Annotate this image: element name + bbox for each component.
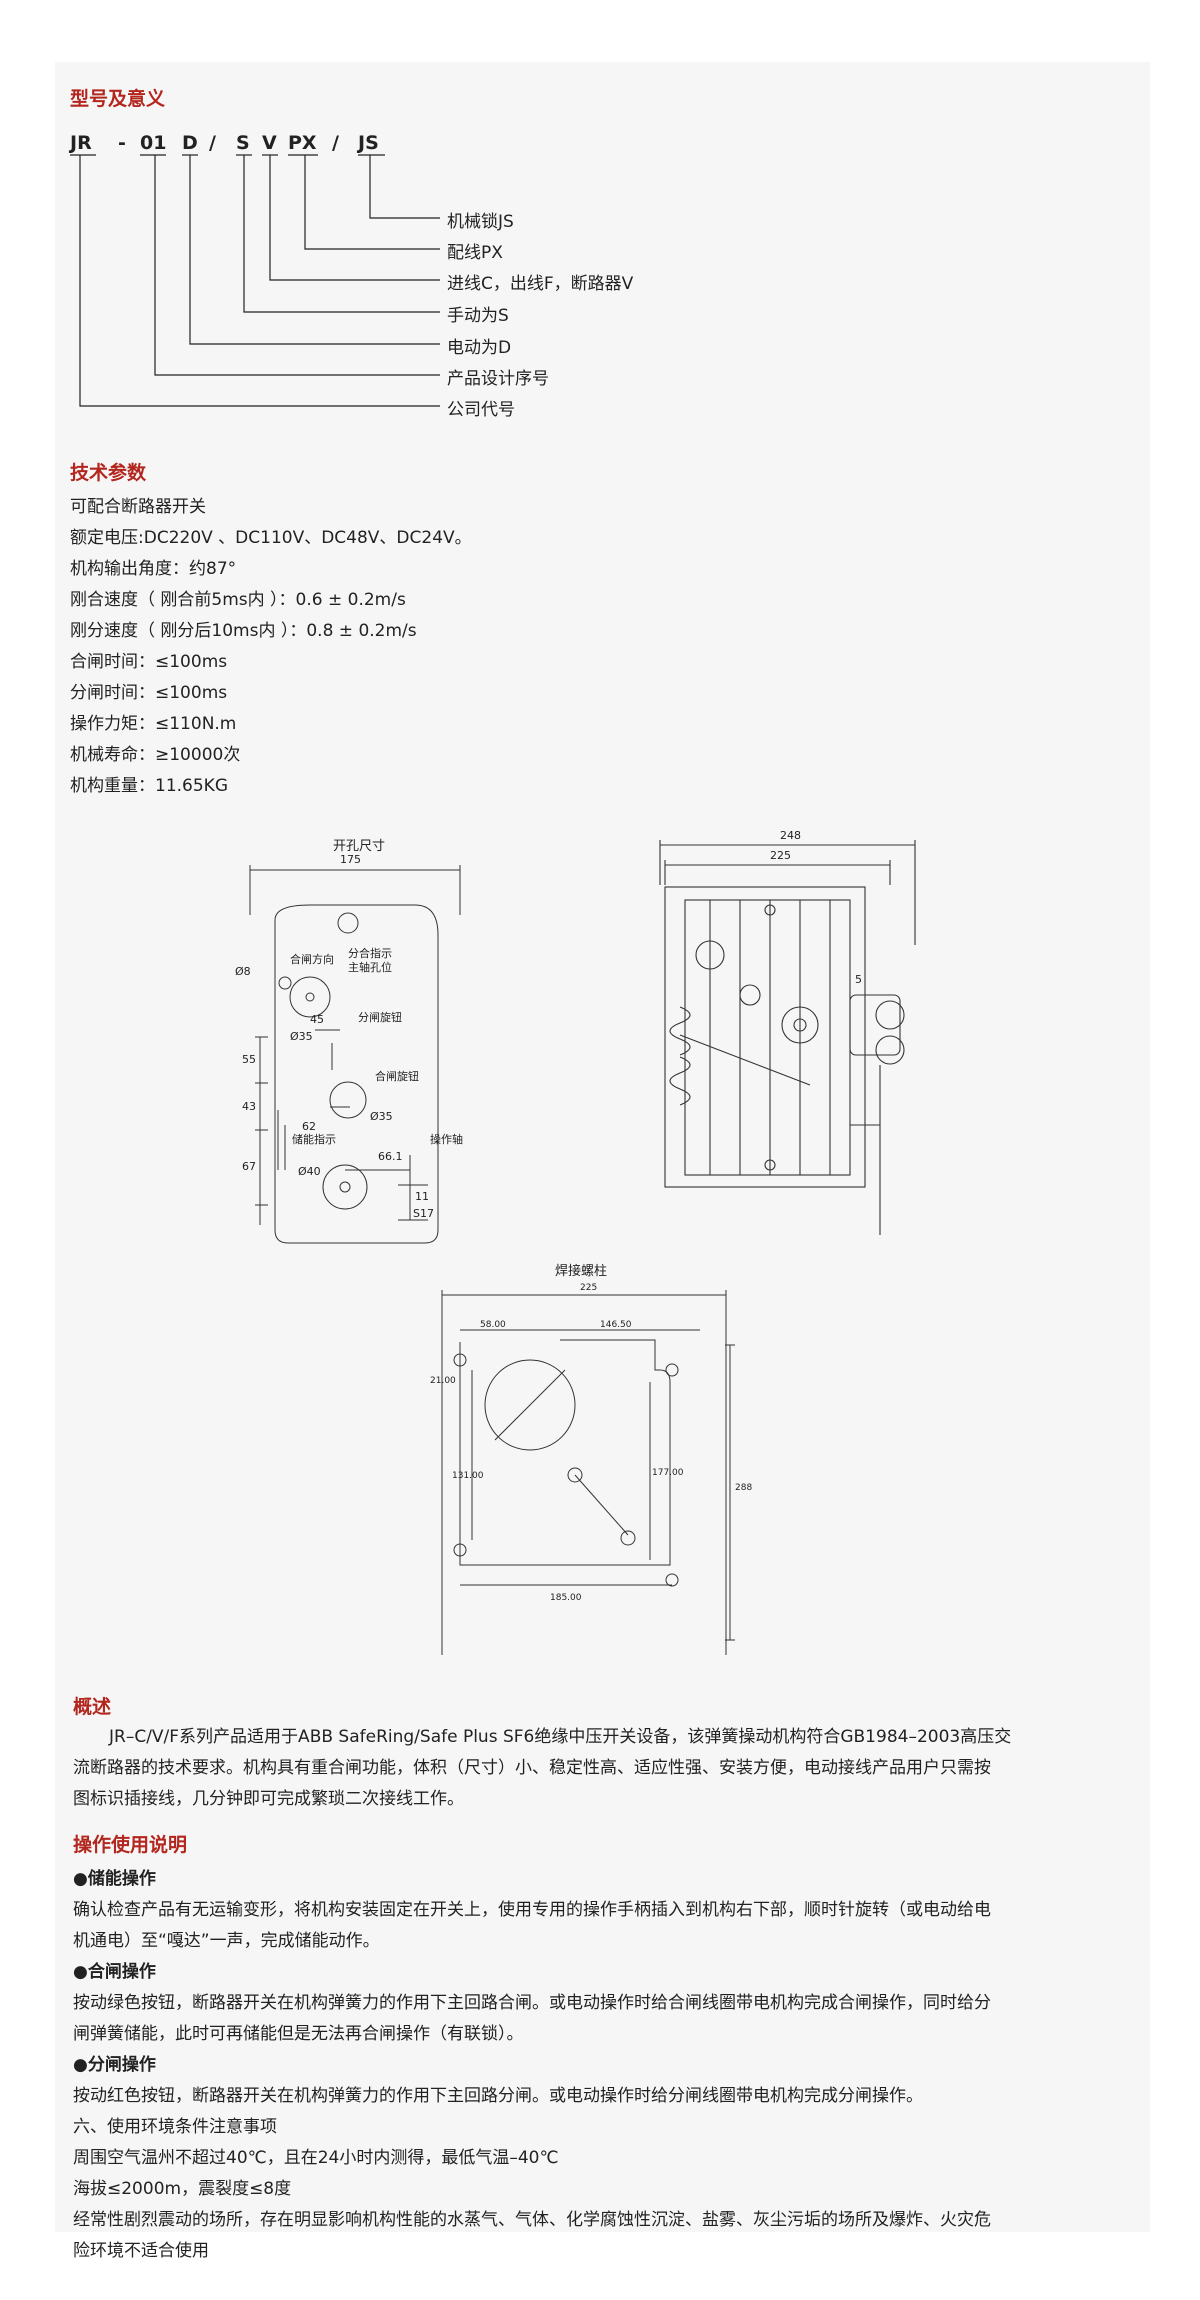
cutout-dim-175: 175 (340, 853, 361, 866)
weld-dim-288: 288 (735, 1483, 752, 1493)
ops-line: 按动绿色按钮，断路器开关在机构弹簧力的作用下主回路合闸。或电动操作时给合闸线圈带… (73, 1993, 991, 2013)
cutout-label-charge-ind: 储能指示 (292, 1132, 336, 1146)
side-dim-248: 248 (780, 829, 801, 842)
code-part-dash: - (118, 132, 126, 154)
param-line: 机构输出角度：约87° (70, 559, 237, 579)
cutout-dim-d8: Ø8 (235, 965, 251, 978)
param-line: 操作力矩：≤110N.m (70, 714, 237, 734)
param-line: 额定电压:DC220V 、DC110V、DC48V、DC24V。 (70, 528, 472, 548)
weld-dim-131: 131.00 (452, 1471, 484, 1481)
code-part-slash2: / (332, 132, 339, 154)
cutout-dim-66: 66.1 (378, 1150, 403, 1163)
cutout-label-close-dir: 合闸方向 (290, 952, 334, 966)
param-line: 分闸时间：≤100ms (70, 683, 228, 703)
cutout-dim-62: 62 (302, 1120, 316, 1133)
ops-content: ●储能操作 确认检查产品有无运输变形，将机构安装固定在开关上，使用专用的操作手柄… (73, 1864, 1143, 2267)
cutout-dim-67: 67 (242, 1160, 256, 1173)
cutout-label-close-knob: 合闸旋钮 (375, 1069, 419, 1083)
params-heading: 技术参数 (70, 462, 147, 484)
cutout-title: 开孔尺寸 (333, 839, 386, 854)
ops-subheading-open: ●分闸操作 (73, 2055, 156, 2075)
params-list: 可配合断路器开关 额定电压:DC220V 、DC110V、DC48V、DC24V… (70, 492, 472, 802)
param-line: 刚分速度（ 刚分后10ms内 ）：0.8 ± 0.2m/s (70, 621, 417, 641)
weld-dim-185: 185.00 (550, 1593, 582, 1603)
cutout-dim-45: 45 (310, 1013, 324, 1026)
label-px: 配线PX (447, 243, 503, 263)
weld-dim-177: 177.00 (652, 1468, 684, 1478)
weld-dim-225: 225 (580, 1283, 597, 1293)
param-line: 可配合断路器开关 (70, 497, 206, 517)
ops-line: 周围空气温州不超过40℃，且在24小时内测得，最低气温–40℃ (73, 2148, 559, 2168)
overview-heading: 概述 (73, 1696, 112, 1718)
overview-line: JR–C/V/F系列产品适用于ABB SafeRing/Safe Plus SF… (109, 1727, 1012, 1747)
label-s: 手动为S (447, 306, 509, 326)
cutout-dim-d35b: Ø35 (370, 1110, 393, 1123)
document-page (55, 62, 1150, 2232)
label-d: 电动为D (447, 338, 512, 358)
cutout-label-open-knob: 分闸旋钮 (358, 1010, 402, 1024)
cutout-dim-d40: Ø40 (298, 1165, 321, 1178)
overview-paragraph: JR–C/V/F系列产品适用于ABB SafeRing/Safe Plus SF… (73, 1722, 1143, 1815)
param-line: 机械寿命：≥10000次 (70, 745, 241, 765)
model-code-lines (70, 154, 440, 407)
overview-line: 流断路器的技术要求。机构具有重合闸功能，体积（尺寸）小、稳定性高、适应性强、安装… (73, 1758, 991, 1778)
label-cfv: 进线C，出线F，断路器V (447, 274, 634, 294)
cutout-dim-d35a: Ø35 (290, 1030, 313, 1043)
ops-line: 海拔≤2000m，震裂度≤8度 (73, 2179, 292, 2199)
ops-line: 机通电）至“嘎达”一声，完成储能动作。 (73, 1931, 380, 1951)
ops-line: 经常性剧烈震动的场所，存在明显影响机构性能的水蒸气、气体、化学腐蚀性沉淀、盐雾、… (73, 2210, 991, 2230)
param-line: 刚合速度（ 刚合前5ms内 ）：0.6 ± 0.2m/s (70, 590, 406, 610)
code-part-v: V (262, 132, 277, 154)
label-company: 公司代号 (447, 400, 515, 420)
ops-line: 确认检查产品有无运输变形，将机构安装固定在开关上，使用专用的操作手柄插入到机构右… (73, 1900, 991, 1920)
cutout-label-indicator: 分合指示 (348, 946, 392, 960)
code-part-px: PX (288, 132, 317, 154)
ops-heading: 操作使用说明 (73, 1834, 188, 1856)
weld-stud-diagram: 225 58.00 146.50 21.00 131.00 177.00 185… (430, 1283, 752, 1655)
code-part-d: D (182, 132, 198, 154)
code-part-s: S (236, 132, 250, 154)
cutout-label-op-shaft: 操作轴 (430, 1132, 463, 1146)
weld-dim-146: 146.50 (600, 1320, 632, 1330)
code-part-slash1: / (209, 132, 216, 154)
label-serial: 产品设计序号 (447, 369, 549, 389)
ops-line: 险环境不适合使用 (73, 2241, 209, 2261)
ops-line: 按动红色按钮，断路器开关在机构弹簧力的作用下主回路分闸。或电动操作时给分闸线圈带… (73, 2086, 923, 2106)
weld-dim-21: 21.00 (430, 1376, 456, 1386)
param-line: 合闸时间：≤100ms (70, 652, 228, 672)
side-dim-5: 5 (855, 973, 862, 986)
cutout-label-shaft-hole: 主轴孔位 (348, 960, 392, 974)
model-heading: 型号及意义 (70, 88, 166, 110)
side-dim-225: 225 (770, 849, 791, 862)
weld-dim-58: 58.00 (480, 1320, 506, 1330)
ops-subheading-charge: ●储能操作 (73, 1869, 156, 1889)
cutout-dim-43: 43 (242, 1100, 256, 1113)
ops-subheading-close: ●合闸操作 (73, 1962, 156, 1982)
code-part-jr: JR (70, 132, 92, 154)
cutout-diagram: 175 合闸方向 分合指示 主轴孔位 分闸旋钮 合闸旋钮 储能指示 操作轴 Ø8… (235, 853, 463, 1244)
cutout-dim-55: 55 (242, 1053, 256, 1066)
label-js: 机械锁JS (447, 212, 514, 232)
ops-line: 闸弹簧储能，此时可再储能但是无法再合闸操作（有联锁）。 (73, 2024, 524, 2044)
ops-line: 六、使用环境条件注意事项 (73, 2117, 277, 2137)
weld-title: 焊接螺柱 (555, 1264, 608, 1279)
code-part-js: JS (358, 132, 379, 154)
side-view-diagram: 248 225 5 (659, 829, 916, 1235)
param-line: 机构重量：11.65KG (70, 776, 228, 796)
code-part-01: 01 (140, 132, 167, 154)
cutout-dim-s17: S17 (413, 1207, 434, 1220)
overview-line: 图标识插接线，几分钟即可完成繁琐二次接线工作。 (73, 1789, 464, 1809)
cutout-dim-11: 11 (415, 1190, 429, 1203)
